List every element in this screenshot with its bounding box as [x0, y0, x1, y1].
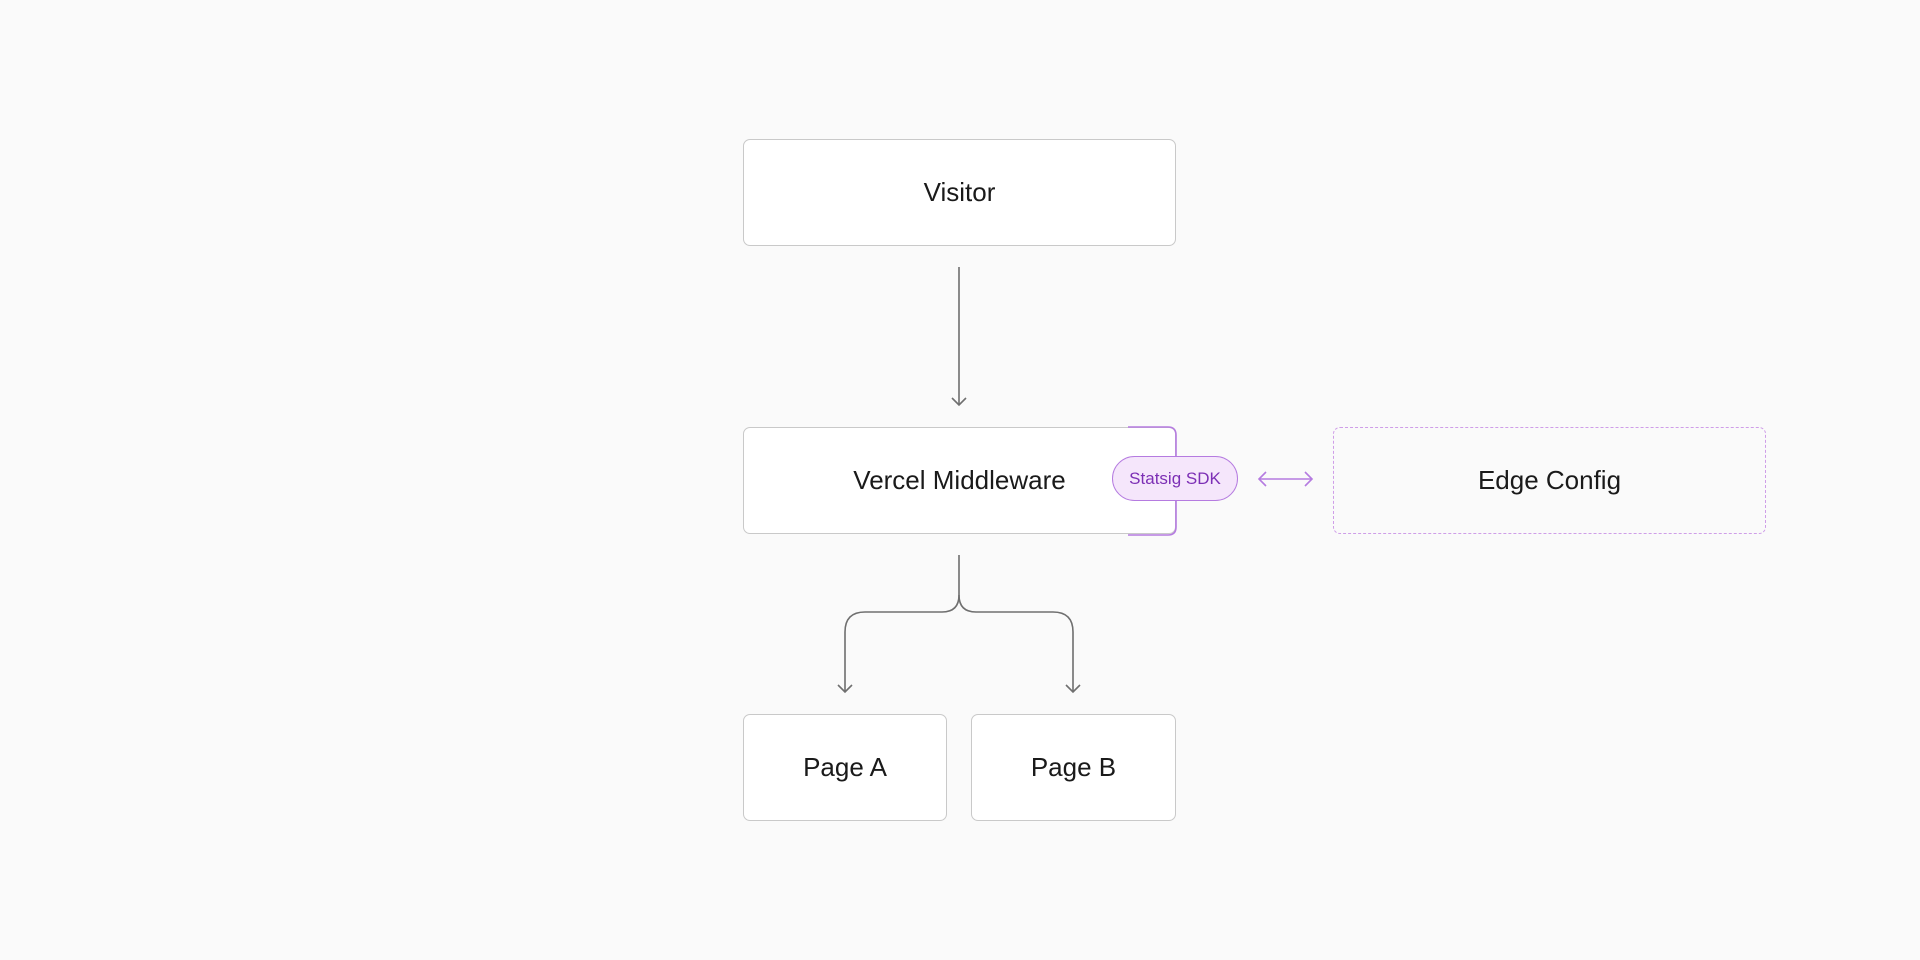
arrow-middleware-to-page-b	[958, 594, 1074, 692]
middleware-label: Vercel Middleware	[853, 465, 1066, 495]
arrowhead-visitor-to-middleware	[951, 397, 967, 407]
edge-config-node: Edge Config	[1333, 427, 1766, 534]
arrowhead-edge-config-side	[1304, 471, 1314, 487]
page-a-node: Page A	[743, 714, 947, 821]
arrowhead-sdk-side	[1257, 471, 1267, 487]
page-a-label: Page A	[803, 752, 887, 782]
visitor-node: Visitor	[743, 139, 1176, 246]
page-b-node: Page B	[971, 714, 1176, 821]
arrowhead-page-b	[1065, 684, 1081, 694]
edge-config-label: Edge Config	[1477, 465, 1622, 495]
arrowhead-page-a	[837, 684, 853, 694]
visitor-label: Visitor	[923, 177, 996, 207]
middleware-node: Vercel Middleware	[743, 427, 1176, 534]
statsig-sdk-label: Statsig SDK	[1129, 468, 1221, 488]
page-b-label: Page B	[1030, 752, 1117, 782]
arrow-middleware-to-page-a	[844, 555, 960, 692]
statsig-sdk-badge: Statsig SDK	[1112, 456, 1238, 501]
